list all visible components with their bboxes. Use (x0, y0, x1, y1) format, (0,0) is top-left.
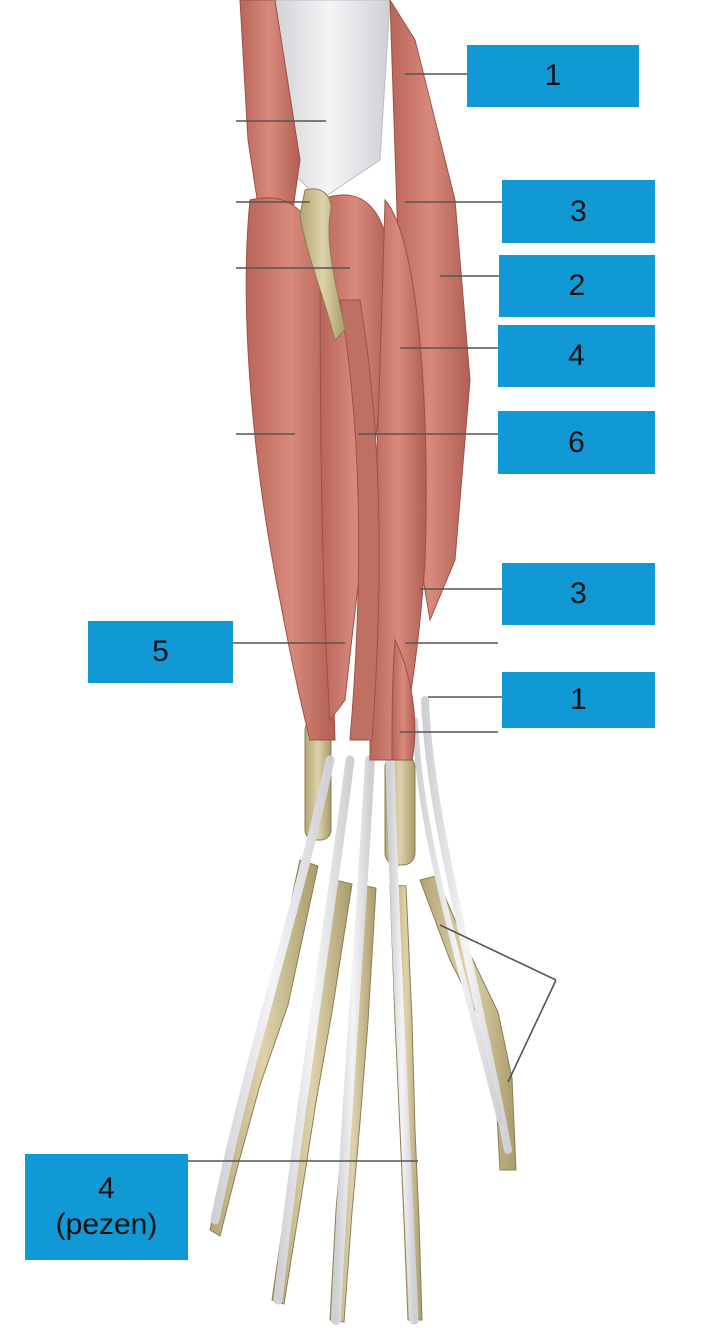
label-3-upper: 3 (502, 180, 655, 243)
leader-line-thumb-a (439, 924, 557, 981)
label-4-tendon: 4 (pezen) (25, 1154, 188, 1260)
elbow-bone (299, 188, 346, 341)
label-1-top: 1 (467, 45, 639, 107)
leader-line-thumb-b (507, 979, 557, 1083)
label-3-lower: 3 (502, 563, 655, 625)
forearm-muscles (239, 0, 471, 761)
leader-lines (187, 73, 557, 1162)
label-1-lower: 1 (502, 672, 655, 728)
label-4: 4 (498, 325, 655, 387)
extensor-tendons (210, 696, 512, 1325)
label-5: 5 (88, 621, 233, 683)
label-6: 6 (498, 411, 655, 474)
label-2: 2 (499, 255, 655, 317)
